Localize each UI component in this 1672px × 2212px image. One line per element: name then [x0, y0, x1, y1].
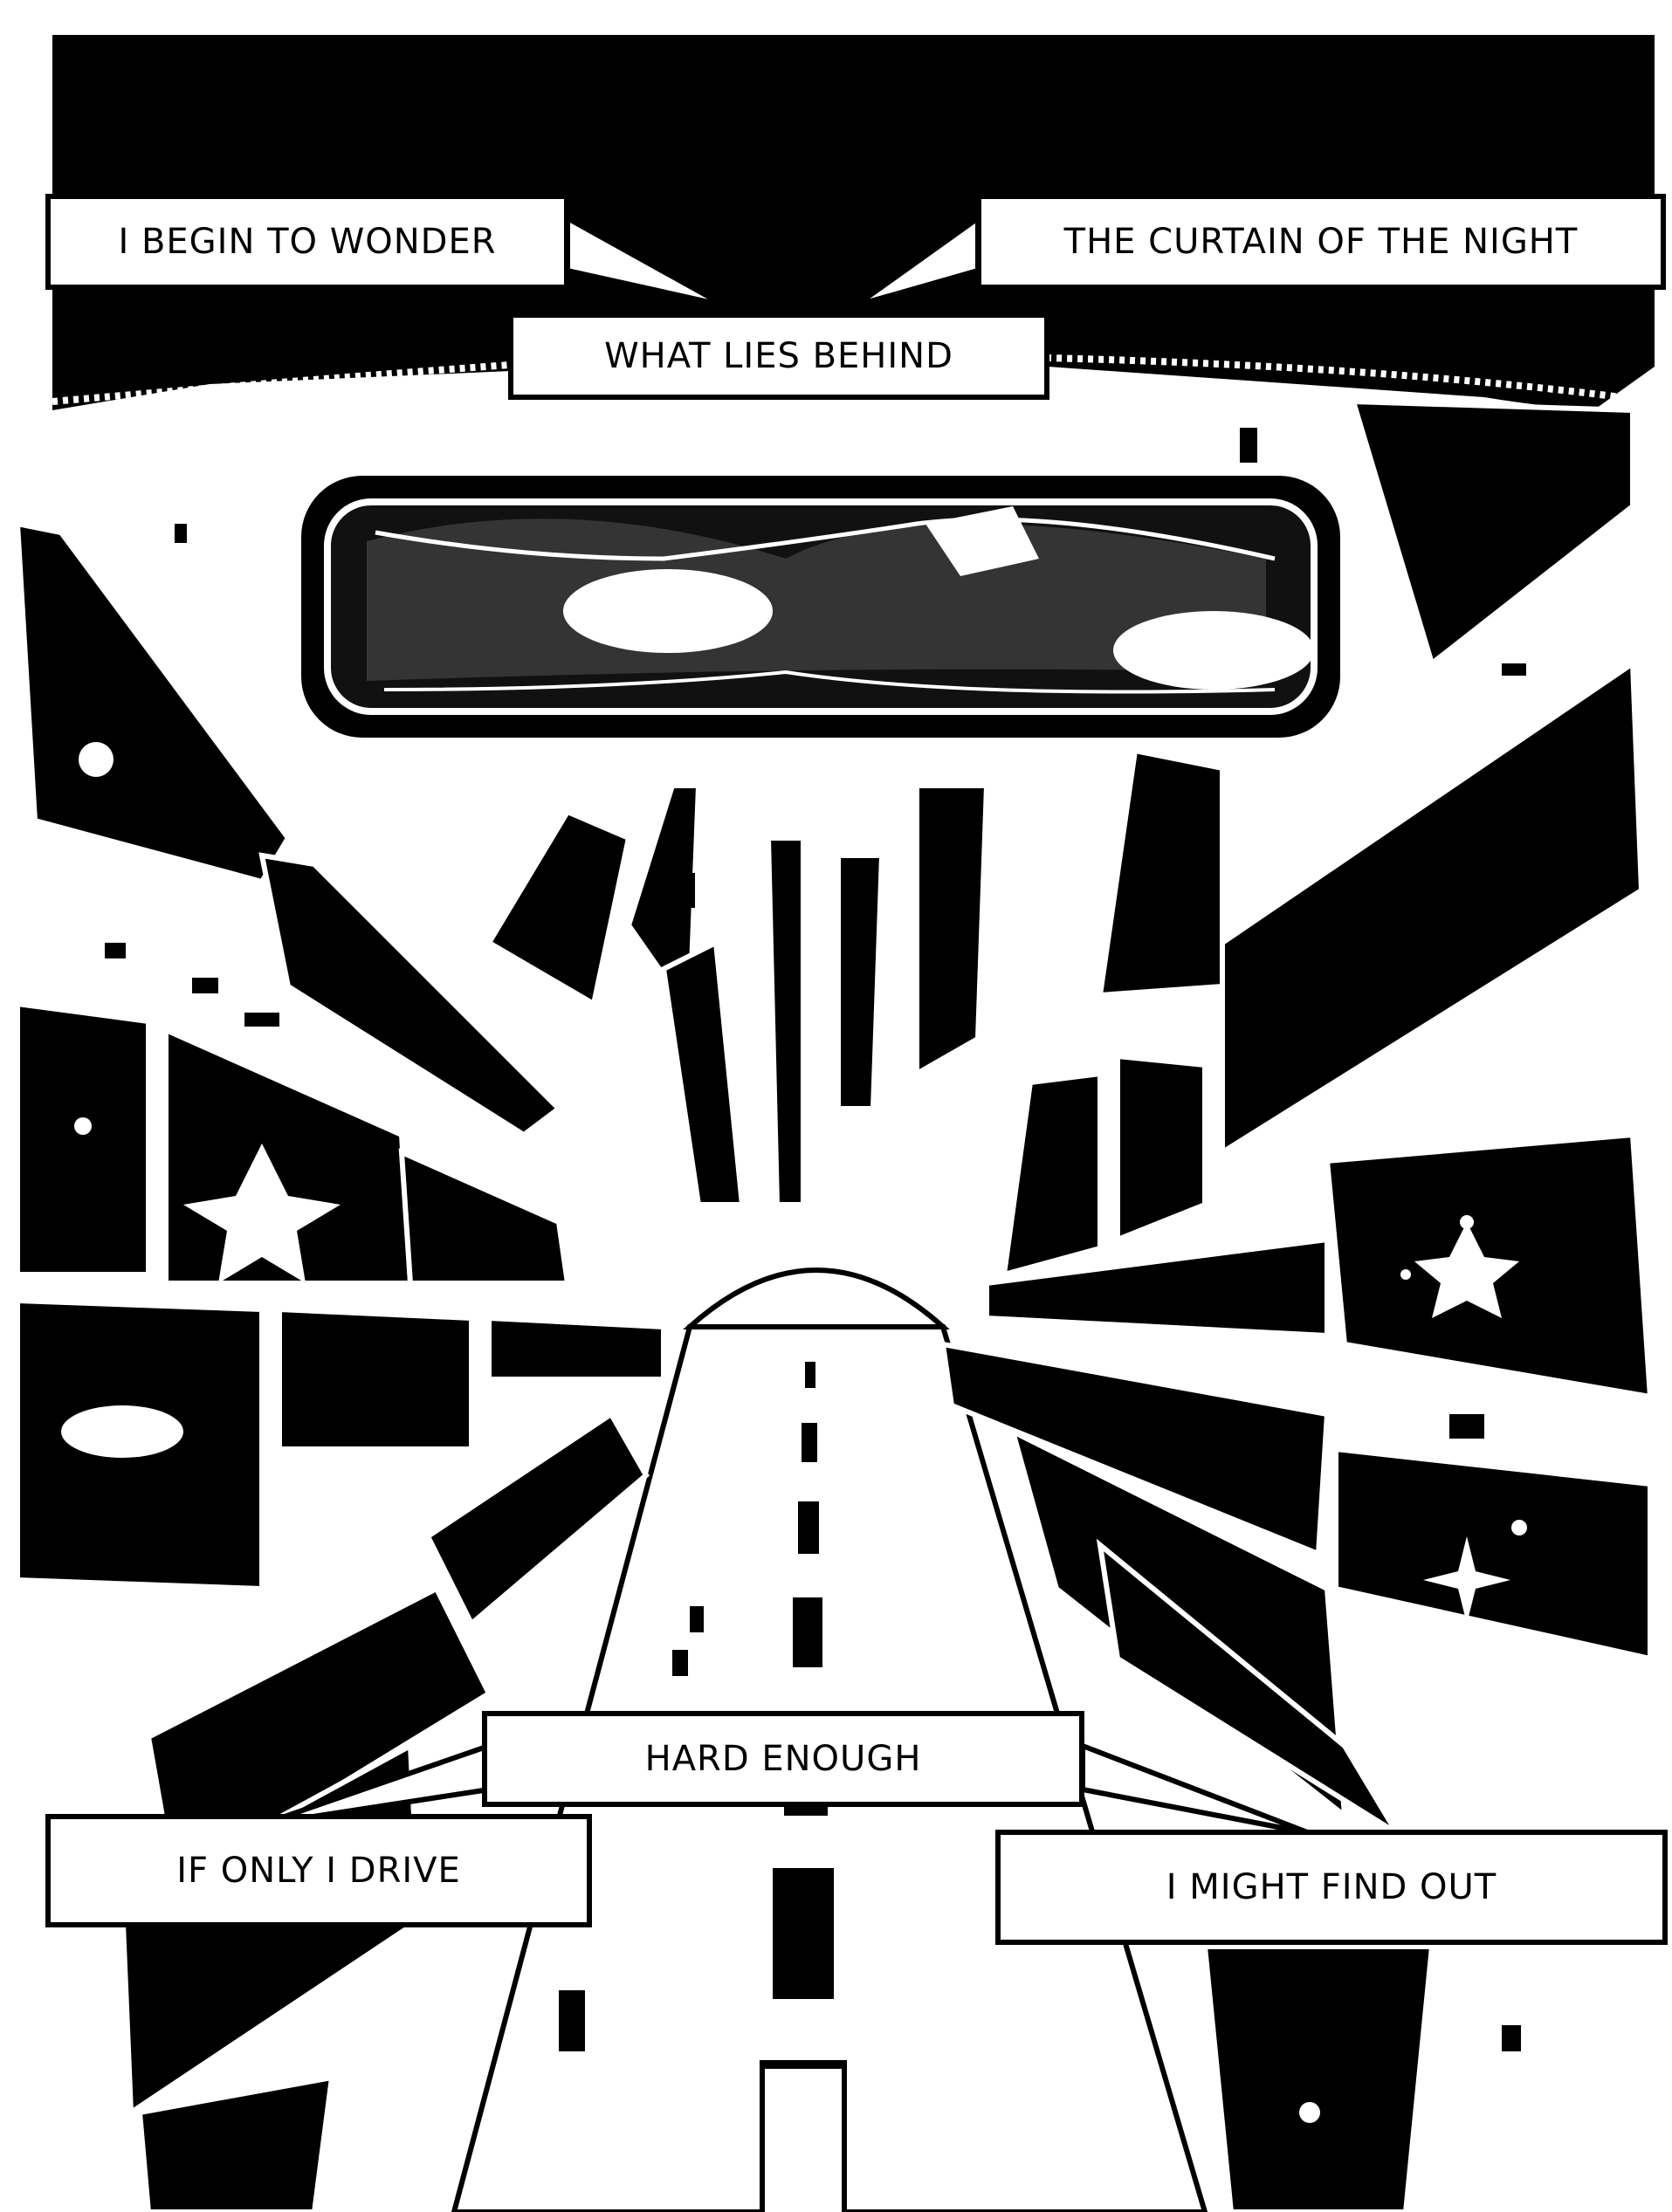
mirror-eye-right [1113, 611, 1314, 690]
caption-top-center: WHAT LIES BEHIND [508, 313, 1049, 400]
caption-bottom-left: IF ONLY I DRIVE [45, 1814, 592, 1927]
caption-bottom-right: I MIGHT FIND OUT [995, 1830, 1668, 1945]
roof-band [52, 35, 1655, 410]
mirror-eye-left [563, 569, 773, 653]
caption-bottom-center: HARD ENOUGH [482, 1711, 1084, 1807]
caption-pointers [261, 213, 1311, 1836]
horizon-sun [683, 1267, 950, 1329]
caption-top-right: THE CURTAIN OF THE NIGHT [976, 194, 1666, 290]
rearview-mirror [301, 476, 1340, 738]
debris [105, 428, 1526, 2051]
caption-top-left: I BEGIN TO WONDER [45, 194, 569, 290]
